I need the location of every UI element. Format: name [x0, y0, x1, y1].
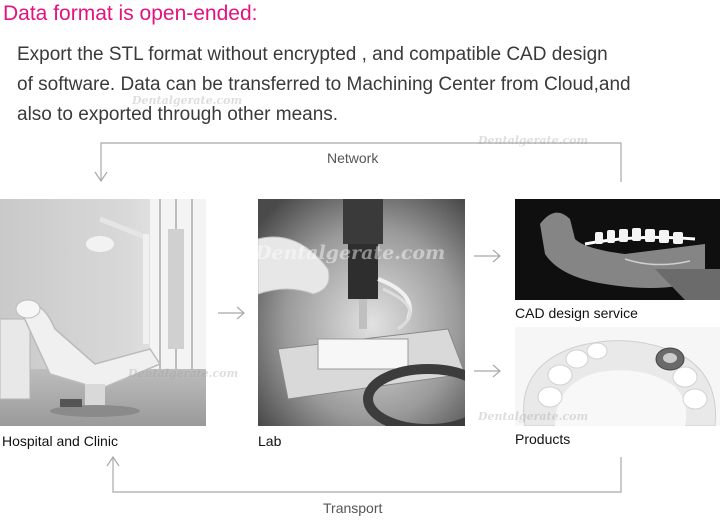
description-line-1: Export the STL format without encrypted … — [17, 44, 608, 65]
watermark-1: Dentalgerate.com — [132, 94, 243, 107]
dental-model-image — [515, 327, 720, 426]
description-text: Export the STL format without encrypted … — [17, 40, 707, 130]
milling-machine-image — [258, 199, 465, 426]
watermark-5: Dentalgerate.com — [478, 410, 589, 423]
products-photo — [515, 327, 720, 426]
hospital-label: Hospital and Clinic — [2, 433, 118, 449]
watermark-3: Dentalgerate.com — [255, 242, 446, 264]
section-heading: Data format is open-ended: — [3, 2, 258, 25]
description-line-3: also to exported through other means. — [17, 104, 339, 125]
lab-to-cad-arrow-icon — [474, 249, 501, 263]
lab-to-products-arrow-icon — [474, 364, 501, 378]
transport-line — [112, 457, 622, 493]
watermark-2: Dentalgerate.com — [478, 134, 589, 147]
lab-photo — [258, 199, 465, 426]
cad-label: CAD design service — [515, 305, 638, 321]
products-label: Products — [515, 431, 571, 447]
network-label: Network — [327, 150, 379, 166]
transport-arrowhead-icon — [106, 455, 120, 467]
lab-label: Lab — [258, 433, 282, 449]
transport-label: Transport — [323, 500, 383, 516]
hospital-to-lab-arrow-icon — [218, 306, 245, 320]
description-line-2: of software. Data can be transferred to … — [17, 74, 631, 95]
hospital-photo — [0, 199, 206, 426]
watermark-4: Dentalgerate.com — [128, 367, 239, 380]
cad-photo — [515, 199, 720, 300]
jaw-scan-image — [515, 199, 720, 300]
dental-chair-image — [0, 199, 206, 426]
network-arrowhead-icon — [94, 171, 108, 183]
